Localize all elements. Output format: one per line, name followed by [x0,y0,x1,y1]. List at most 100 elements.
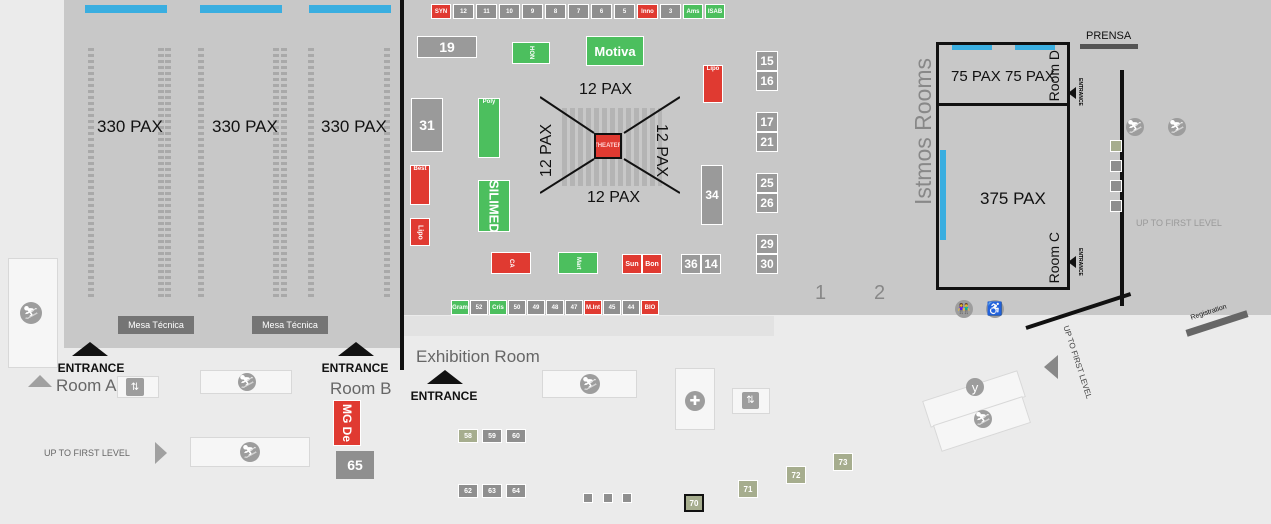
booth-bon[interactable]: Bon [642,254,662,274]
booth-sun[interactable]: Sun [622,254,642,274]
seat-mark [308,204,314,207]
booth-47[interactable]: 47 [565,300,583,315]
seat-mark [384,294,390,297]
booth-hon[interactable]: HON [512,42,550,64]
booth-29[interactable]: 29 [756,234,778,254]
booth-3[interactable]: 3 [660,4,681,19]
seat-mark [273,90,279,93]
booth-ca[interactable]: CA [491,252,531,274]
seat-mark [158,66,164,69]
booth-12[interactable]: 12 [453,4,474,19]
seat-mark [158,240,164,243]
booth-48[interactable]: 48 [546,300,564,315]
seat-mark [308,144,314,147]
seat-mark [158,288,164,291]
booth-best[interactable]: Best [410,165,430,205]
booth-36[interactable]: 36 [681,254,701,274]
seat-mark [198,282,204,285]
booth-45[interactable]: 45 [603,300,621,315]
booth-silimed[interactable]: SILIMED [478,180,510,232]
booth-mint[interactable]: M.Int [584,300,602,315]
small-booth[interactable] [583,493,593,503]
seat-mark [158,60,164,63]
booth-poly[interactable]: Poly [478,98,500,158]
booth-inno[interactable]: Inno [637,4,658,19]
seat-mark [281,60,287,63]
booth-14[interactable]: 14 [701,254,721,274]
booth-52[interactable]: 52 [470,300,488,315]
seat-mark [165,132,171,135]
small-booth[interactable] [1110,140,1122,152]
booth-64[interactable]: 64 [506,484,526,498]
room-a-label: Room A [56,376,117,395]
seat-mark [165,186,171,189]
seat-mark [198,168,204,171]
booth-isab[interactable]: ISAB [705,4,725,19]
booth-58[interactable]: 58 [458,429,478,443]
small-booth[interactable] [622,493,632,503]
booth-8[interactable]: 8 [545,4,566,19]
booth-50[interactable]: 50 [508,300,526,315]
seat-mark [165,114,171,117]
seat-mark [165,204,171,207]
booth-lipo-right[interactable]: Lipo [703,65,723,103]
booth-cris[interactable]: Cris [489,300,507,315]
booth-21[interactable]: 21 [756,132,778,152]
booth-mg[interactable]: MG De [333,400,361,446]
booth-31[interactable]: 31 [411,98,443,152]
booth-71[interactable]: 71 [738,480,758,498]
seat-mark [165,282,171,285]
booth-70[interactable]: 70 [684,494,704,512]
booth-44[interactable]: 44 [622,300,640,315]
booth-73[interactable]: 73 [833,453,853,471]
booth-25[interactable]: 25 [756,173,778,193]
booth-65[interactable]: 65 [336,451,374,479]
booth-5[interactable]: 5 [614,4,635,19]
up-arrow-corridor [1044,355,1058,379]
booth-19[interactable]: 19 [417,36,477,58]
seat-mark [281,282,287,285]
booth-63[interactable]: 63 [482,484,502,498]
booth-lipo-left[interactable]: Lipo [410,218,430,246]
booth-15[interactable]: 15 [756,51,778,71]
seat-mark [198,90,204,93]
booth-49[interactable]: 49 [527,300,545,315]
seat-mark [165,120,171,123]
seat-mark [384,180,390,183]
booth-60[interactable]: 60 [506,429,526,443]
booth-motiva[interactable]: Motiva [586,36,644,66]
booth-syn[interactable]: SYN [431,4,451,19]
theater-pax-bottom: 12 PAX [587,189,641,206]
booth-10[interactable]: 10 [499,4,520,19]
seat-mark [273,240,279,243]
seat-mark [198,96,204,99]
booth-72[interactable]: 72 [786,466,806,484]
booth-mart[interactable]: Mart [558,252,598,274]
small-booth[interactable] [1110,180,1122,192]
seat-mark [198,48,204,51]
escalator-icon-2: ⛷ [238,373,256,391]
booth-11[interactable]: 11 [476,4,497,19]
booth-bio[interactable]: BIO [641,300,659,315]
seat-mark [273,186,279,189]
seat-mark [281,126,287,129]
booth-9[interactable]: 9 [522,4,543,19]
small-booth[interactable] [603,493,613,503]
booth-62[interactable]: 62 [458,484,478,498]
booth-16[interactable]: 16 [756,71,778,91]
booth-7[interactable]: 7 [568,4,589,19]
screen-bar-c [940,150,946,240]
booth-6[interactable]: 6 [591,4,612,19]
seat-mark [273,126,279,129]
booth-59[interactable]: 59 [482,429,502,443]
booth-ams[interactable]: Ams [683,4,703,19]
seat-mark [273,222,279,225]
booth-17[interactable]: 17 [756,112,778,132]
booth-gram[interactable]: Gram [451,300,469,315]
booth-34[interactable]: 34 [701,165,723,225]
seat-mark [158,210,164,213]
small-booth[interactable] [1110,160,1122,172]
small-booth[interactable] [1110,200,1122,212]
booth-26[interactable]: 26 [756,193,778,213]
booth-30[interactable]: 30 [756,254,778,274]
